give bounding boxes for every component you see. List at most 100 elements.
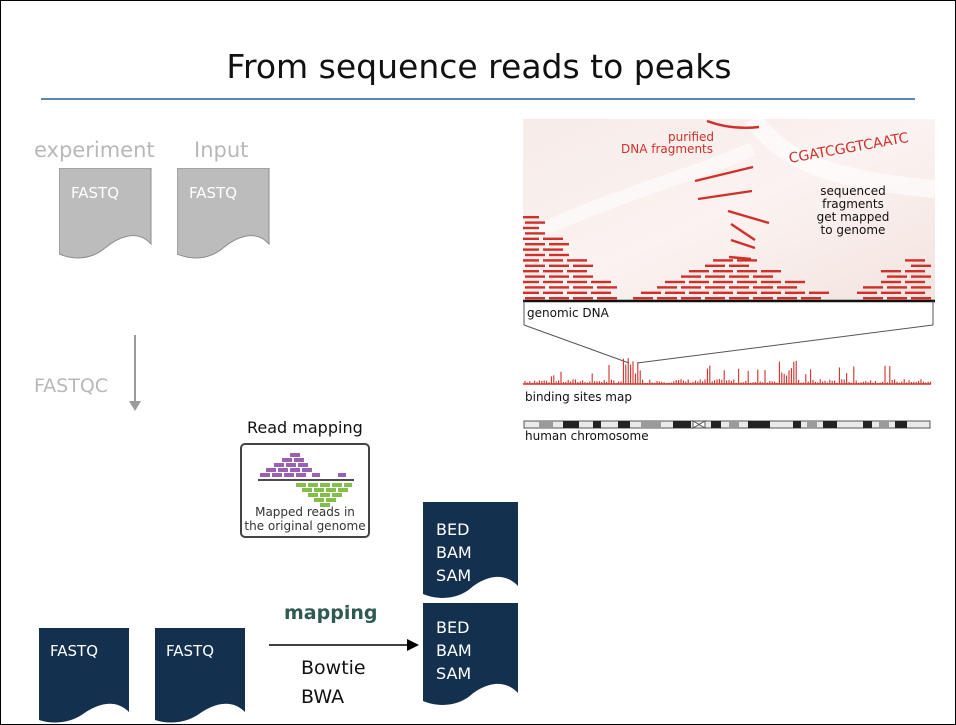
read-fragment <box>801 297 821 300</box>
read-fragment <box>573 297 593 300</box>
read-fragment <box>753 275 773 278</box>
read-mapping-thumbnail: Mapped reads in the original genome <box>240 443 370 538</box>
output-file-top: BED BAM SAM <box>423 502 518 600</box>
input-fastq-file: FASTQ <box>177 168 271 262</box>
read-fragment <box>549 253 569 257</box>
mapped-label-line-4: to genome <box>820 223 886 237</box>
read-fragment <box>523 259 539 262</box>
file-label: FASTQ <box>189 184 238 202</box>
read-fragment <box>523 237 539 240</box>
read-fragment <box>785 280 805 284</box>
read-fragment <box>523 226 539 230</box>
read-fragment <box>567 280 587 284</box>
genomic-dna-label: genomic DNA <box>527 306 609 320</box>
read-fragment <box>881 270 901 273</box>
read-fragment <box>543 248 563 251</box>
read-fragment <box>597 286 617 289</box>
read-fragment <box>911 297 931 300</box>
genome-tracks <box>523 299 935 429</box>
read-fragment <box>737 280 757 284</box>
read-fragment <box>809 291 829 294</box>
fragment-lines <box>694 119 770 261</box>
read-fragment <box>591 280 611 284</box>
read-fragment <box>737 259 757 262</box>
read-fragment <box>905 291 925 294</box>
mapping-arrow <box>269 639 419 651</box>
read-fragment <box>573 264 593 267</box>
document-icon <box>177 168 270 259</box>
read-fragment <box>681 297 701 300</box>
document-icon <box>423 502 518 598</box>
qc-down-arrow <box>129 335 141 411</box>
read-fragment <box>905 259 925 262</box>
title-underline <box>41 98 915 100</box>
mapped-label-line-3: get mapped <box>816 210 890 224</box>
read-fragment <box>567 270 587 273</box>
read-fragment <box>761 280 781 284</box>
read-fragment <box>549 275 569 278</box>
read-fragment <box>523 270 539 273</box>
read-piles <box>523 216 931 300</box>
caption-line-2: the original genome <box>244 519 366 533</box>
read-fragment <box>567 291 587 294</box>
read-fragment <box>737 291 757 294</box>
read-fragment <box>761 291 781 294</box>
read-fragment <box>737 270 757 273</box>
read-fragment <box>689 291 709 294</box>
read-fragment <box>863 297 883 300</box>
read-fragment <box>887 297 907 300</box>
mapped-reads-icon <box>258 453 354 507</box>
read-fragment <box>705 286 725 289</box>
read-fragment <box>525 297 545 300</box>
read-fragment <box>729 297 749 300</box>
read-fragment <box>567 259 587 262</box>
read-fragment <box>573 286 593 289</box>
read-fragment <box>713 280 733 284</box>
read-fragment <box>857 291 877 294</box>
aligner-bwa: BWA <box>301 686 345 708</box>
read-fragment <box>543 291 563 294</box>
read-fragment <box>525 264 545 267</box>
read-fragment <box>689 270 709 273</box>
read-fragment <box>657 286 677 289</box>
read-mapping-title: Read mapping <box>247 418 363 437</box>
read-fragment <box>525 243 545 246</box>
read-fragment <box>525 253 545 257</box>
read-fragment <box>543 237 563 240</box>
output-formats: BED BAM SAM <box>436 618 472 683</box>
read-fragment <box>525 286 545 289</box>
read-fragment <box>657 297 677 300</box>
read-fragment <box>689 280 709 284</box>
mapping-input-fastq-2: FASTQ <box>155 628 245 724</box>
read-fragment <box>525 232 545 235</box>
aligner-bowtie: Bowtie <box>301 657 366 679</box>
caption-line-1: Mapped reads in <box>255 505 355 519</box>
read-fragment <box>597 297 617 300</box>
read-fragment <box>777 286 797 289</box>
read-fragment <box>753 297 773 300</box>
read-fragment <box>729 264 749 267</box>
read-fragment <box>713 291 733 294</box>
read-fragment <box>905 270 925 273</box>
read-fragment <box>633 297 653 300</box>
read-fragment <box>523 280 539 284</box>
read-fragment <box>881 280 901 284</box>
read-fragment <box>543 259 563 262</box>
file-label: FASTQ <box>71 184 120 202</box>
mapping-input-fastq-1: FASTQ <box>39 628 129 724</box>
read-fragment <box>713 270 733 273</box>
document-icon <box>155 628 245 723</box>
chipseq-figure: purified DNA fragments CGATCGGTCAATC seq… <box>519 113 936 449</box>
read-fragment <box>681 286 701 289</box>
read-fragment <box>753 286 773 289</box>
experiment-fastq-file: FASTQ <box>59 168 153 262</box>
read-fragment <box>705 275 725 278</box>
read-fragment <box>729 275 749 278</box>
document-icon <box>423 603 518 705</box>
read-fragment <box>881 291 901 294</box>
file-label: FASTQ <box>166 642 215 660</box>
read-fragment <box>777 297 797 300</box>
read-fragment <box>543 280 563 284</box>
read-fragment <box>549 264 569 267</box>
